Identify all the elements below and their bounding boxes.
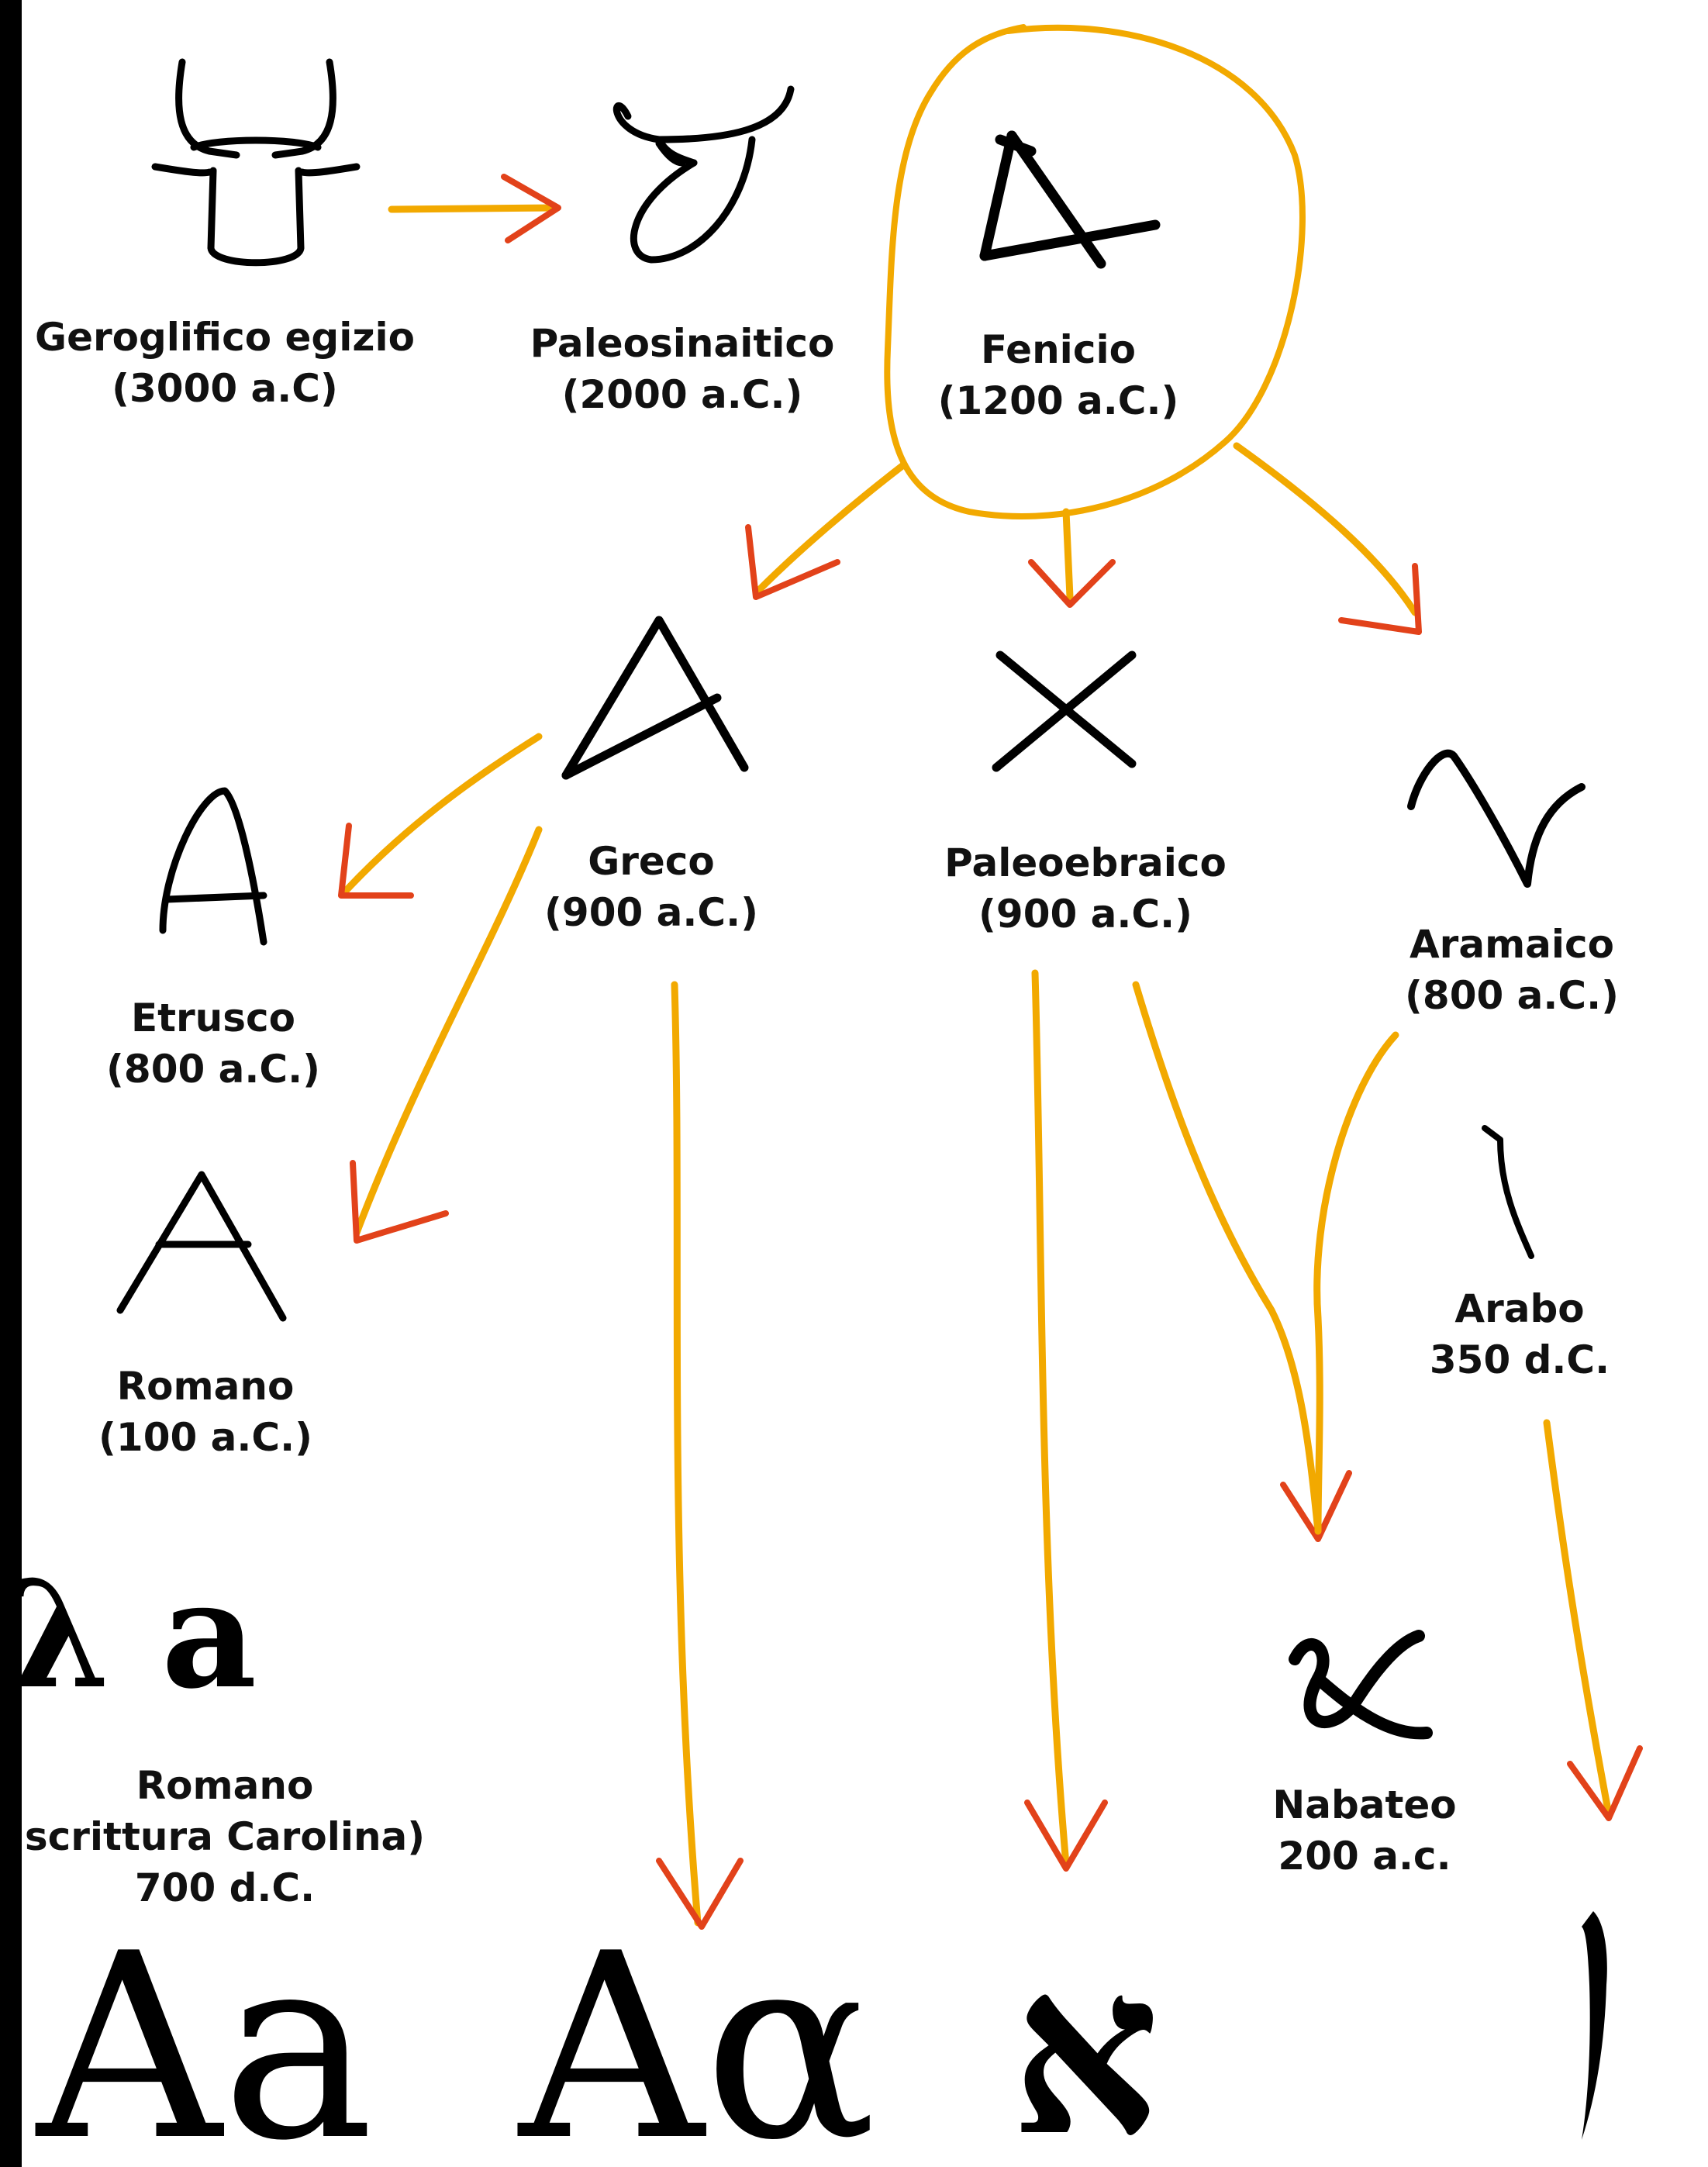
- label-paleosinaitico-name: Paleosinaitico: [530, 321, 835, 366]
- arrow-arabo-to-modern-arabic: [1543, 1419, 1643, 1821]
- aramaic-aleph-glyph-icon: [1407, 749, 1586, 888]
- label-romano-date: (100 a.C.): [98, 1415, 312, 1460]
- label-carolina-script: scrittura Carolina): [25, 1814, 425, 1859]
- label-carolina-name: Romano: [136, 1763, 314, 1808]
- arrow-paleoebraico-to-modern-hebrew: [1024, 969, 1108, 1872]
- label-nabateo-name: Nabateo: [1272, 1782, 1456, 1827]
- arrow-geroglifico-to-paleosinaitico: [388, 174, 561, 243]
- arrow-fenicio-to-paleoebraico: [1028, 508, 1116, 608]
- page-background: [22, 0, 1708, 2167]
- hebrew-modern-glyph: א: [1011, 1913, 1161, 2167]
- paleohebrew-aleph-glyph-icon: [992, 650, 1137, 772]
- label-nabateo-date: 200 a.c.: [1278, 1834, 1451, 1879]
- arrow-paleoebraico-to-nabateo: [1132, 981, 1352, 1542]
- roman-a-glyph-icon: [116, 1171, 287, 1322]
- label-geroglifico-name: Geroglifico egizio: [35, 315, 415, 360]
- fenicio-highlight-circle: [884, 24, 1306, 519]
- carolina-glyphs: λ a: [7, 1548, 257, 1721]
- label-aramaico-name: Aramaico: [1410, 922, 1614, 967]
- latin-modern-glyphs: Aa: [33, 1899, 374, 2167]
- ox-head-hieroglyph-icon: [151, 58, 361, 267]
- etruscan-a-glyph-icon: [159, 787, 267, 946]
- label-etrusco-name: Etrusco: [131, 996, 295, 1040]
- label-romano-name: Romano: [117, 1364, 295, 1409]
- label-carolina-date: 700 d.C.: [135, 1865, 315, 1910]
- label-greco-name: Greco: [588, 839, 715, 884]
- arrow-fenicio-to-aramaico: [1233, 442, 1422, 635]
- label-fenicio-date: (1200 a.C.): [938, 378, 1179, 423]
- arrow-aramaico-to-nabateo: [1313, 1031, 1399, 1535]
- label-etrusco-date: (800 a.C.): [106, 1047, 320, 1092]
- label-paleoebraico-name: Paleoebraico: [944, 840, 1227, 885]
- arabic-early-alif-glyph-icon: [1482, 1125, 1534, 1259]
- label-paleosinaitico-date: (2000 a.C.): [562, 372, 803, 417]
- label-geroglifico-date: (3000 a.C): [112, 366, 338, 411]
- label-paleoebraico-date: (900 a.C.): [978, 892, 1192, 937]
- label-arabo-date: 350 d.C.: [1430, 1337, 1610, 1382]
- label-aramaico-date: (800 a.C.): [1405, 973, 1619, 1018]
- label-fenicio-name: Fenicio: [981, 327, 1136, 372]
- arrow-greco-to-romano: [350, 826, 543, 1244]
- paleosinaitic-ox-glyph-icon: [612, 85, 795, 264]
- arrow-greco-to-modern-greek: [656, 981, 744, 1930]
- arabic-modern-alif-glyph-icon: [1582, 1911, 1607, 2140]
- label-greco-date: (900 a.C.): [544, 890, 758, 935]
- phoenician-aleph-glyph-icon: [979, 130, 1161, 269]
- nabataean-aleph-glyph-icon: [1289, 1630, 1433, 1740]
- early-greek-alpha-glyph-icon: [561, 616, 749, 780]
- greek-modern-glyphs: Aα: [515, 1899, 876, 2167]
- arrow-fenicio-to-greco: [745, 461, 907, 600]
- label-arabo-name: Arabo: [1454, 1286, 1584, 1331]
- arrow-greco-to-etrusco: [338, 733, 543, 899]
